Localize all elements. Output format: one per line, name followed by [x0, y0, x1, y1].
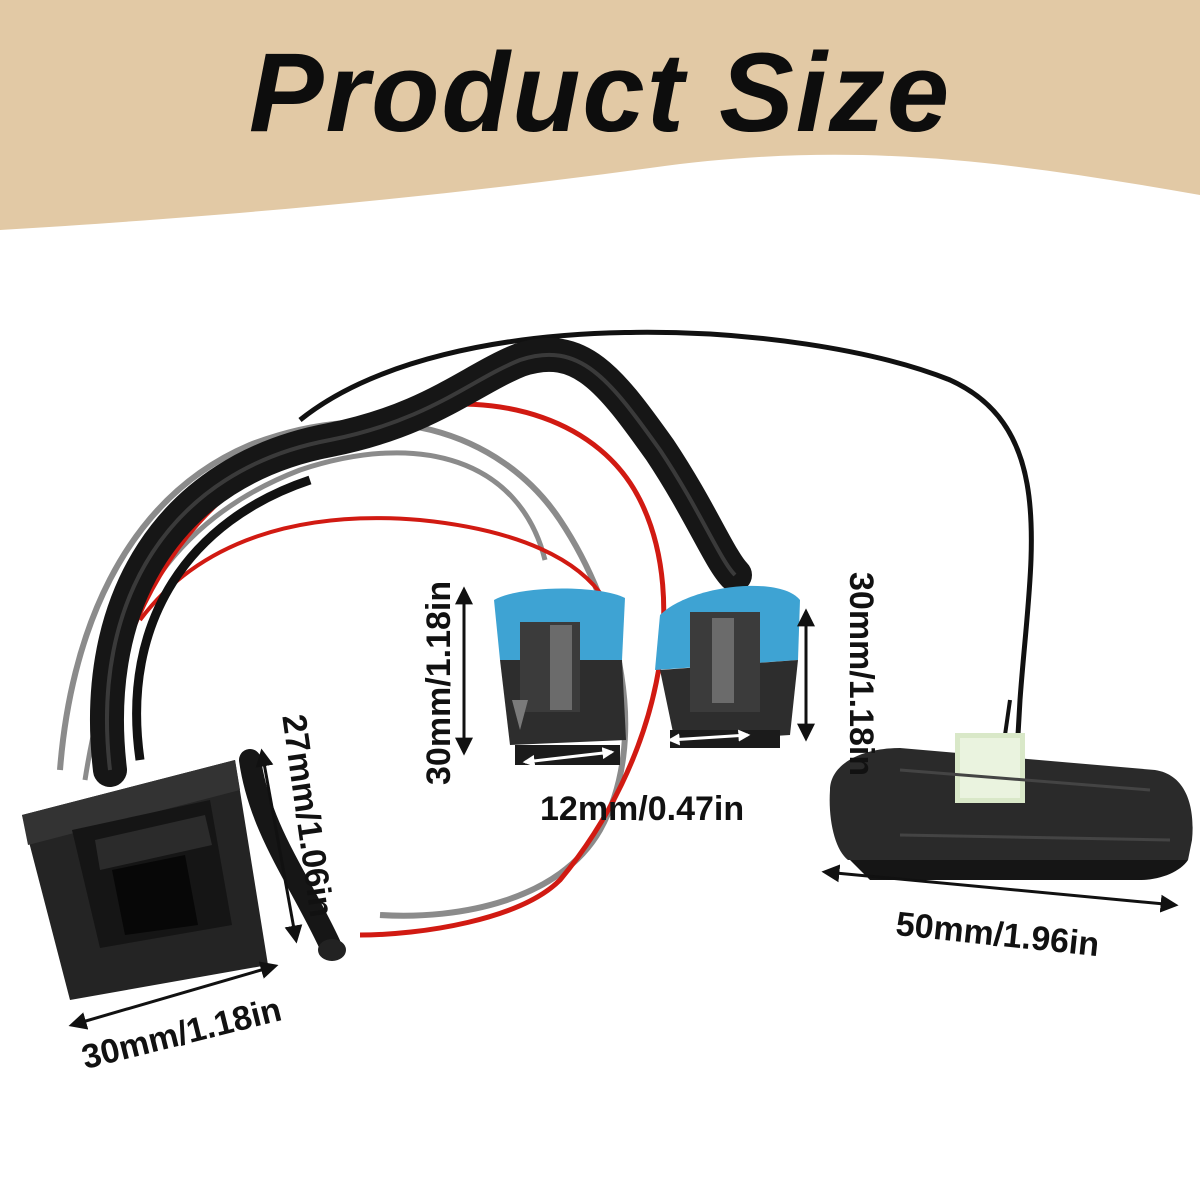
light-housing	[829, 733, 1193, 880]
lamp-length-arrow	[821, 864, 1179, 913]
connector-left-height-label: 30mm/1.18in	[420, 580, 458, 785]
connector-width-label: 12mm/0.47in	[540, 790, 745, 828]
gray-wire	[57, 419, 629, 919]
connector-right-width-arrow	[667, 729, 751, 746]
connector-right-height-label: 30mm/1.18in	[842, 572, 880, 777]
page-title: Product Size	[248, 30, 952, 155]
switch-height-arrow	[255, 748, 303, 944]
switch-button	[22, 760, 268, 1000]
connector-right	[655, 585, 800, 748]
connector-left-width-arrow	[522, 747, 615, 767]
switch-width-arrow	[68, 961, 279, 1030]
connector-left	[494, 588, 626, 765]
title-banner	[0, 0, 1200, 230]
lamp-wire	[298, 329, 1034, 736]
